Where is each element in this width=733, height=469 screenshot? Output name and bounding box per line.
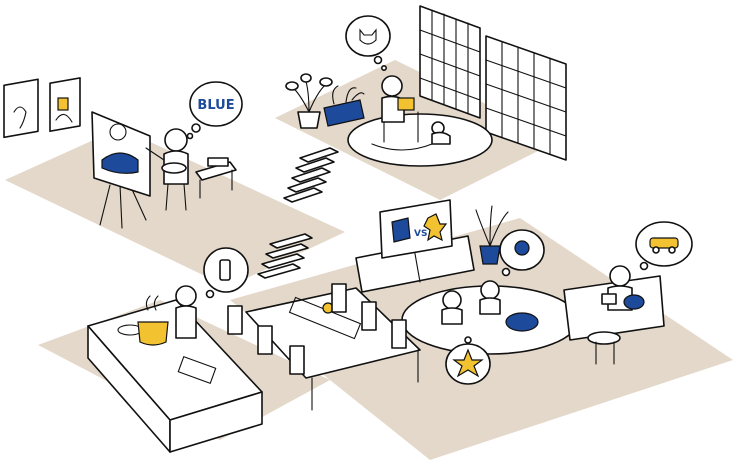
child-two	[479, 280, 501, 315]
toy-car-icon	[649, 237, 679, 249]
thought-bubble-dog	[499, 229, 545, 277]
rocking-chair-reader	[371, 75, 433, 151]
wall-picture-left	[3, 78, 39, 139]
round-rug-upper	[347, 113, 493, 167]
wall-picture-right	[49, 77, 81, 132]
cook-figure	[175, 285, 197, 339]
television: VS	[379, 199, 453, 259]
child-one	[441, 290, 463, 325]
bookshelf-right	[485, 35, 567, 161]
stairs-upper	[283, 147, 339, 203]
thought-word-text: BLUE	[197, 98, 234, 113]
thought-bubble-blue: BLUE	[186, 81, 243, 140]
thought-bubble-bottle	[203, 247, 249, 299]
thought-bubble-car	[635, 221, 693, 271]
dining-chairs	[227, 283, 407, 375]
cat-on-rug	[431, 121, 451, 145]
easel-with-canvas	[91, 111, 151, 229]
thought-bubble-star	[445, 336, 491, 385]
cooking-pot	[137, 295, 169, 346]
thought-bubble-cat	[345, 15, 391, 72]
plant-by-tv	[475, 205, 509, 265]
blue-planter	[323, 85, 365, 127]
side-table	[587, 331, 621, 365]
sofa-reader	[563, 265, 665, 341]
painter-figure	[145, 128, 189, 211]
plant-pot-left	[285, 73, 333, 129]
stairs-lower	[257, 233, 313, 279]
bookshelf-left	[419, 5, 481, 119]
kitchen-counter	[87, 299, 263, 453]
blue-cushion	[505, 312, 539, 332]
svg-text:VS: VS	[414, 229, 427, 239]
paint-stool	[195, 157, 237, 199]
book-icon	[397, 97, 415, 111]
studio-floor	[5, 128, 345, 287]
cat-face-icon	[359, 28, 377, 45]
